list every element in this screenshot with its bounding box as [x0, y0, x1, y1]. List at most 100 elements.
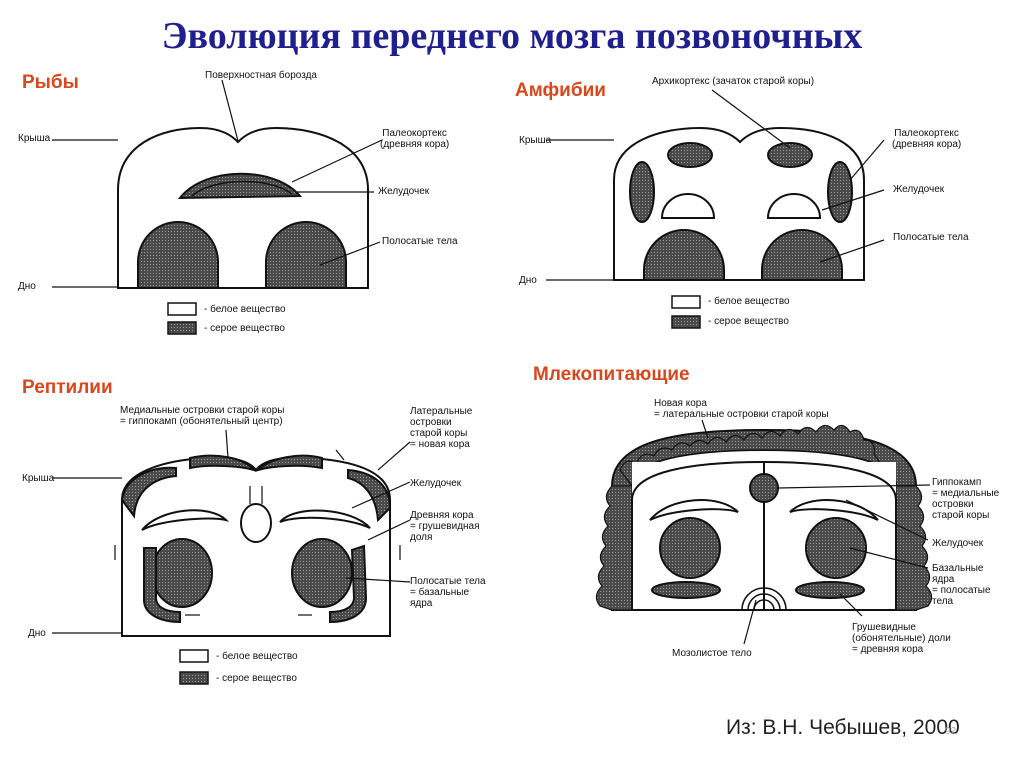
mammals-label-piriform-line1: Грушевидные — [852, 622, 916, 633]
fish-label-roof: Крыша — [18, 133, 51, 144]
mammals-label-corpus-callosum: Мозолистое тело — [672, 648, 752, 659]
mammals-heading: Млекопитающие — [533, 364, 690, 385]
fish-label-ventricle: Желудочек — [378, 186, 430, 197]
reptiles-label-ancient-line1: Древняя кора — [410, 510, 474, 521]
mammals-label-hippocampus-line4: старой коры — [932, 510, 990, 521]
mammals-basal-left — [659, 517, 721, 579]
amphibians-label-paleocortex-line1: Палеокортекс — [894, 128, 959, 139]
mammals-label-basal-line3: = полосатые — [932, 585, 991, 596]
amphibians-label-striatum: Полосатые тела — [893, 232, 969, 243]
reptiles-septum — [240, 503, 272, 543]
mammals-label-hippocampus: Гиппокамп = медиальные островки старой к… — [932, 477, 999, 521]
amphibians-striatum-right — [761, 229, 843, 281]
amphibians-diagram — [546, 89, 885, 329]
page-number: 92 — [945, 726, 957, 737]
mammals-label-neocortex-line1: Новая кора — [654, 398, 707, 409]
page-title: Эволюция переднего мозга позвоночных — [161, 15, 863, 57]
amphibians-striatum-left — [643, 229, 725, 281]
reptiles-label-striatum: Полосатые тела = базальные ядра — [410, 576, 486, 609]
reptiles-medial-cortex-left — [189, 454, 257, 472]
mammals-ventricle-right — [789, 499, 879, 521]
reptiles-lateral-cortex-left — [120, 466, 177, 519]
fish-label-sulcus: Поверхностная борозда — [205, 70, 317, 81]
source-citation: Из: В.Н. Чебышев, 2000 — [726, 716, 960, 739]
reptiles-label-ancient-line2: = грушевидная — [410, 521, 480, 532]
mammals-ventricle-left — [649, 499, 739, 521]
reptiles-label-medial: Медиальные островки старой коры = гиппок… — [120, 405, 285, 427]
amphibians-paleocortex-right — [827, 161, 853, 223]
mammals-lateral-left-bumps — [595, 485, 633, 611]
mammals-label-piriform: Грушевидные (обонятельные) доли = древня… — [852, 622, 951, 655]
fish-label-striatum: Полосатые тела — [382, 236, 458, 247]
mammals-label-neocortex: Новая кора = латеральные островки старой… — [654, 398, 829, 420]
reptiles-ventricle-right — [279, 509, 371, 529]
fish-legend-gray: - серое вещество — [204, 323, 285, 334]
mammals-hippocampus — [749, 473, 779, 503]
reptiles-label-ventricle: Желудочек — [410, 478, 462, 489]
amphibians-label-floor: Дно — [519, 275, 537, 286]
reptiles-ventricle-left — [141, 509, 230, 531]
reptiles-label-lateral-line3: старой коры — [410, 428, 468, 439]
amphibians-archicortex-right — [767, 142, 813, 168]
reptiles-striatum-right — [291, 538, 353, 608]
reptiles-label-ancient-line3: доля — [410, 532, 433, 543]
reptiles-label-lateral-line2: островки — [410, 417, 452, 428]
fish-label-paleocortex-line1: Палеокортекс — [382, 128, 447, 139]
fish-diagram — [52, 79, 383, 335]
reptiles-label-striatum-line3: ядра — [410, 598, 433, 609]
reptiles-label-ancient: Древняя кора = грушевидная доля — [410, 510, 480, 543]
mammals-piriform-right — [795, 581, 865, 599]
mammals-label-hippocampus-line3: островки — [932, 499, 974, 510]
mammals-label-basal: Базальные ядра = полосатые тела — [932, 563, 991, 607]
mammals-label-basal-line1: Базальные — [932, 563, 984, 574]
mammals-label-ventricle: Желудочек — [932, 538, 984, 549]
reptiles-label-striatum-line2: = базальные — [410, 587, 470, 598]
amphibians-label-paleocortex: Палеокортекс (древняя кора) — [892, 128, 961, 150]
amphibians-paleocortex-left — [629, 161, 655, 223]
fish-legend-white: - белое вещество — [204, 304, 286, 315]
amphibians-archicortex-left — [667, 142, 713, 168]
mammals-label-hippocampus-line1: Гиппокамп — [932, 477, 982, 488]
reptiles-heading: Рептилии — [22, 377, 113, 398]
reptiles-piriform-left — [143, 547, 181, 624]
fish-striatum-right — [265, 221, 347, 289]
reptiles-label-striatum-line1: Полосатые тела — [410, 576, 486, 587]
amphibians-legend-white: - белое вещество — [708, 296, 790, 307]
mammals-label-hippocampus-line2: = медиальные — [932, 488, 1000, 499]
fish-paleocortex — [177, 172, 303, 200]
reptiles-legend-white: - белое вещество — [216, 651, 298, 662]
amphibians-label-archicortex: Архикортекс (зачаток старой коры) — [652, 76, 815, 87]
amphibians-ventricle-right — [766, 193, 822, 219]
reptiles-label-medial-line2: = гиппокамп (обонятельный центр) — [120, 416, 283, 427]
reptiles-striatum-left — [151, 538, 213, 608]
reptiles-label-lateral: Латеральные островки старой коры = новая… — [410, 406, 472, 450]
reptiles-label-floor: Дно — [28, 628, 46, 639]
fish-label-paleocortex-line2: (древняя кора) — [380, 139, 450, 150]
amphibians-label-roof: Крыша — [519, 135, 552, 146]
mammals-label-basal-line4: тела — [932, 596, 954, 607]
amphibians-ventricle-left — [660, 193, 716, 219]
amphibians-legend-gray: - серое вещество — [708, 316, 789, 327]
reptiles-label-lateral-line4: = новая кора — [410, 439, 470, 450]
reptiles-label-lateral-line1: Латеральные — [410, 406, 473, 417]
fish-heading: Рыбы — [22, 72, 79, 93]
amphibians-label-paleocortex-line2: (древняя кора) — [892, 139, 962, 150]
mammals-label-piriform-line2: (обонятельные) доли — [852, 633, 951, 644]
mammals-label-basal-line2: ядра — [932, 574, 955, 585]
reptiles-medial-cortex-right — [254, 454, 323, 473]
mammals-label-piriform-line3: = древняя кора — [852, 644, 924, 655]
reptiles-label-roof: Крыша — [22, 473, 55, 484]
fish-label-paleocortex: Палеокортекс (древняя кора) — [380, 128, 449, 150]
fish-ventricle — [191, 180, 293, 197]
mammals-lateral-right-bumps — [895, 485, 933, 611]
amphibians-heading: Амфибии — [515, 80, 606, 101]
reptiles-legend-gray: - серое вещество — [216, 673, 297, 684]
fish-striatum-left — [137, 221, 219, 289]
mammals-basal-right — [805, 517, 867, 579]
mammals-diagram — [595, 419, 933, 645]
reptiles-piriform-right — [329, 544, 368, 624]
reptiles-label-medial-line1: Медиальные островки старой коры — [120, 405, 285, 416]
mammals-label-neocortex-line2: = латеральные островки старой коры — [654, 409, 829, 420]
amphibians-label-ventricle: Желудочек — [893, 184, 945, 195]
